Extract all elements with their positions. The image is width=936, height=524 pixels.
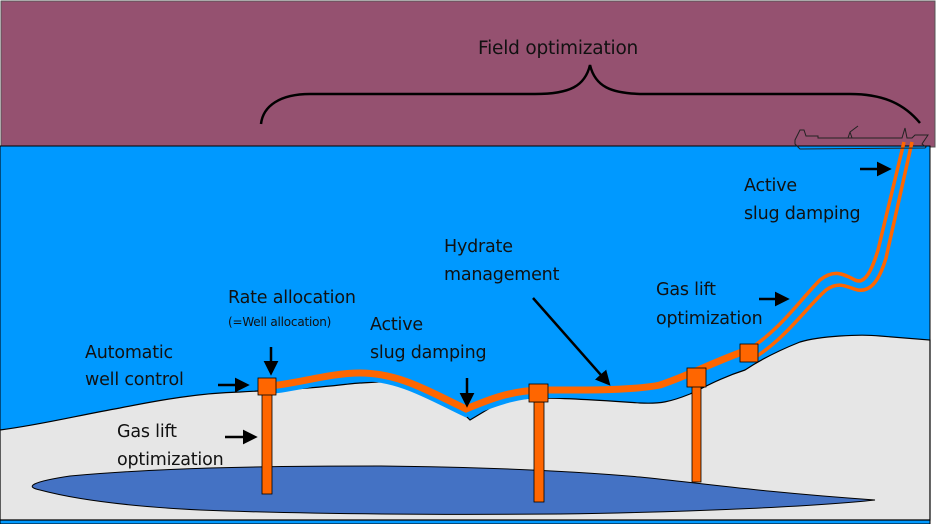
arrow-hydrate [532, 297, 611, 386]
annotation-arrows [218, 161, 892, 445]
well-2 [533, 401, 545, 503]
label-hydrate: Hydrate [444, 237, 513, 257]
riser [747, 141, 914, 360]
label-optimization-left: optimization [117, 450, 224, 470]
well-3 [691, 385, 702, 483]
well-1-head [257, 377, 277, 396]
field-optimization-title: Field optimization [478, 38, 639, 59]
label-automatic: Automatic [85, 343, 173, 363]
label-gas-lift-left: Gas lift [117, 422, 177, 442]
label-slug-damping-riser: slug damping [744, 204, 861, 224]
label-well-allocation-note: (=Well allocation) [228, 315, 332, 329]
reservoir [31, 465, 876, 515]
label-slug-damping-mid: slug damping [370, 343, 487, 363]
label-active-riser: Active [744, 176, 797, 196]
ship-icon [794, 125, 929, 150]
label-well-control: well control [85, 370, 184, 390]
label-active-mid: Active [370, 315, 423, 335]
flowline [266, 346, 752, 413]
field-brace [259, 64, 921, 125]
label-management: management [444, 265, 560, 285]
label-optimization-right: optimization [656, 309, 763, 329]
well-2-head [528, 383, 549, 403]
label-gas-lift-right: Gas lift [656, 280, 716, 300]
well-1 [261, 391, 273, 495]
label-rate-allocation: Rate allocation [228, 288, 356, 308]
sky-background [0, 0, 936, 148]
well-3-head [686, 367, 707, 388]
manifold-head [739, 343, 759, 363]
